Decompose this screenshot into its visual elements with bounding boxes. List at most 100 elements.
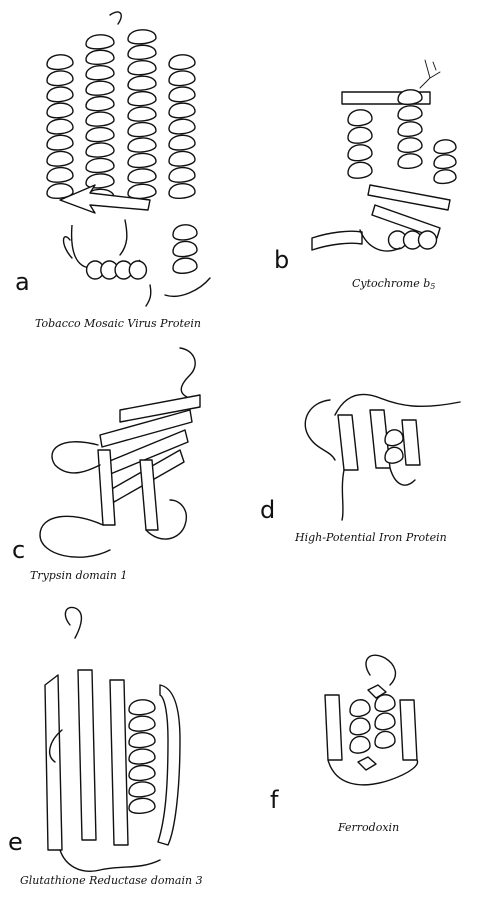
helix-turn xyxy=(85,173,115,189)
loop-3 xyxy=(119,219,128,256)
helix-2 xyxy=(85,34,115,205)
lower-right-loop xyxy=(145,499,187,540)
helix-6 xyxy=(172,224,198,274)
cytochrome-b5-ribbon xyxy=(311,59,457,252)
helix-turn xyxy=(128,764,156,782)
helix-turn xyxy=(127,106,157,122)
beta-strand-5 xyxy=(97,449,116,526)
helix-turn xyxy=(384,429,404,447)
beta-strand-1 xyxy=(324,694,343,761)
helix-turn xyxy=(127,137,157,153)
panel-b: b Cytochrome b5 xyxy=(250,0,500,340)
helix-turn xyxy=(397,105,423,121)
helix-turn xyxy=(433,139,457,155)
helix-turn xyxy=(168,134,196,151)
left-loop xyxy=(51,441,101,474)
trypsin-domain-1-ribbon xyxy=(39,347,201,558)
helix-turn xyxy=(168,70,196,87)
beta-strand-1 xyxy=(44,674,63,851)
helix-3 xyxy=(127,29,157,200)
tmv-protein-ribbon xyxy=(46,11,211,307)
n-terminus xyxy=(109,11,122,25)
beta-strand-1 xyxy=(119,394,201,423)
helix-turn xyxy=(85,34,115,50)
beta-strand-2 xyxy=(371,204,441,239)
beta-strand-2 xyxy=(399,699,418,761)
helix-turn xyxy=(347,109,373,127)
c-terminal-tail xyxy=(341,469,345,521)
panel-e: e Glutathione Reductase domain 3 xyxy=(0,590,250,900)
helix-turn xyxy=(397,153,423,169)
helix-turn xyxy=(85,157,115,174)
panel-f: f Ferrodoxin xyxy=(250,590,500,900)
helix-5 xyxy=(85,260,148,280)
helix-2 xyxy=(397,89,423,169)
helix-4 xyxy=(168,54,196,199)
helix-turn xyxy=(397,121,423,137)
helix-turn xyxy=(127,121,157,138)
helix-turn xyxy=(127,29,157,45)
tail-2 xyxy=(164,277,211,297)
beta-strand-1 xyxy=(337,414,359,471)
helix-2 xyxy=(374,694,396,749)
helix-turn xyxy=(397,137,423,153)
helix-turn xyxy=(85,142,115,158)
helix-turn xyxy=(85,111,115,127)
caption-c: Trypsin domain 1 xyxy=(30,569,128,582)
helix-turn xyxy=(46,118,74,135)
helix-turn xyxy=(397,89,423,105)
top-loop xyxy=(179,347,196,401)
helix-turn xyxy=(128,731,156,749)
helix-turn xyxy=(417,230,438,250)
helix-turn xyxy=(85,65,115,81)
glutathione-reductase-domain-3-ribbon xyxy=(44,606,181,872)
helix-turn xyxy=(168,182,196,199)
helix-turn xyxy=(374,694,396,713)
panel-c: c Trypsin domain 1 xyxy=(0,340,250,590)
helix-turn xyxy=(46,86,74,103)
helix-4 xyxy=(387,230,438,250)
beta-strand-2 xyxy=(99,409,193,448)
helix-1 xyxy=(349,699,371,754)
panel-letter-b: b xyxy=(274,246,290,274)
helix-turn xyxy=(46,54,74,71)
helix-turn xyxy=(127,60,157,76)
helix-turn xyxy=(127,168,157,184)
helix-turn xyxy=(127,75,157,91)
helix-turn xyxy=(128,699,156,716)
beta-strand-4 xyxy=(157,684,181,846)
beta-strand-1 xyxy=(367,184,451,211)
caption-f: Ferrodoxin xyxy=(338,821,400,834)
helix-1 xyxy=(384,429,404,464)
panel-letter-d: d xyxy=(260,496,276,524)
helix-turn xyxy=(46,150,74,167)
helix-turn xyxy=(374,712,396,731)
top-loop xyxy=(64,606,83,639)
panel-letter-a: a xyxy=(15,268,30,296)
panel-letter-f: f xyxy=(270,786,279,814)
helix-turn xyxy=(127,90,157,107)
helix-turn xyxy=(172,224,198,241)
helix-turn xyxy=(168,166,196,183)
helix-turn xyxy=(85,49,115,65)
helix-turn xyxy=(349,717,371,736)
caption-a: Tobacco Mosaic Virus Protein xyxy=(35,317,201,330)
bottom-loop xyxy=(389,467,416,486)
helix-turn xyxy=(128,715,156,732)
helix-3 xyxy=(433,139,457,185)
helix-turn xyxy=(85,126,115,143)
panel-d: d High-Potential Iron Protein xyxy=(250,340,500,590)
helix-turn xyxy=(46,166,74,183)
helix-turn xyxy=(85,80,115,96)
helix-turn xyxy=(46,134,74,151)
helix-turn xyxy=(168,54,196,71)
caption-d: High-Potential Iron Protein xyxy=(295,531,447,544)
lower-loop-2 xyxy=(62,236,73,259)
helix-turn xyxy=(168,86,196,103)
helix-turn xyxy=(172,257,198,274)
helix-turn xyxy=(433,154,457,170)
hipip-ribbon xyxy=(304,393,461,521)
bottom-loop xyxy=(327,759,419,786)
helix-turn xyxy=(384,446,404,464)
iron-sulfur-cluster-2 xyxy=(357,756,377,771)
